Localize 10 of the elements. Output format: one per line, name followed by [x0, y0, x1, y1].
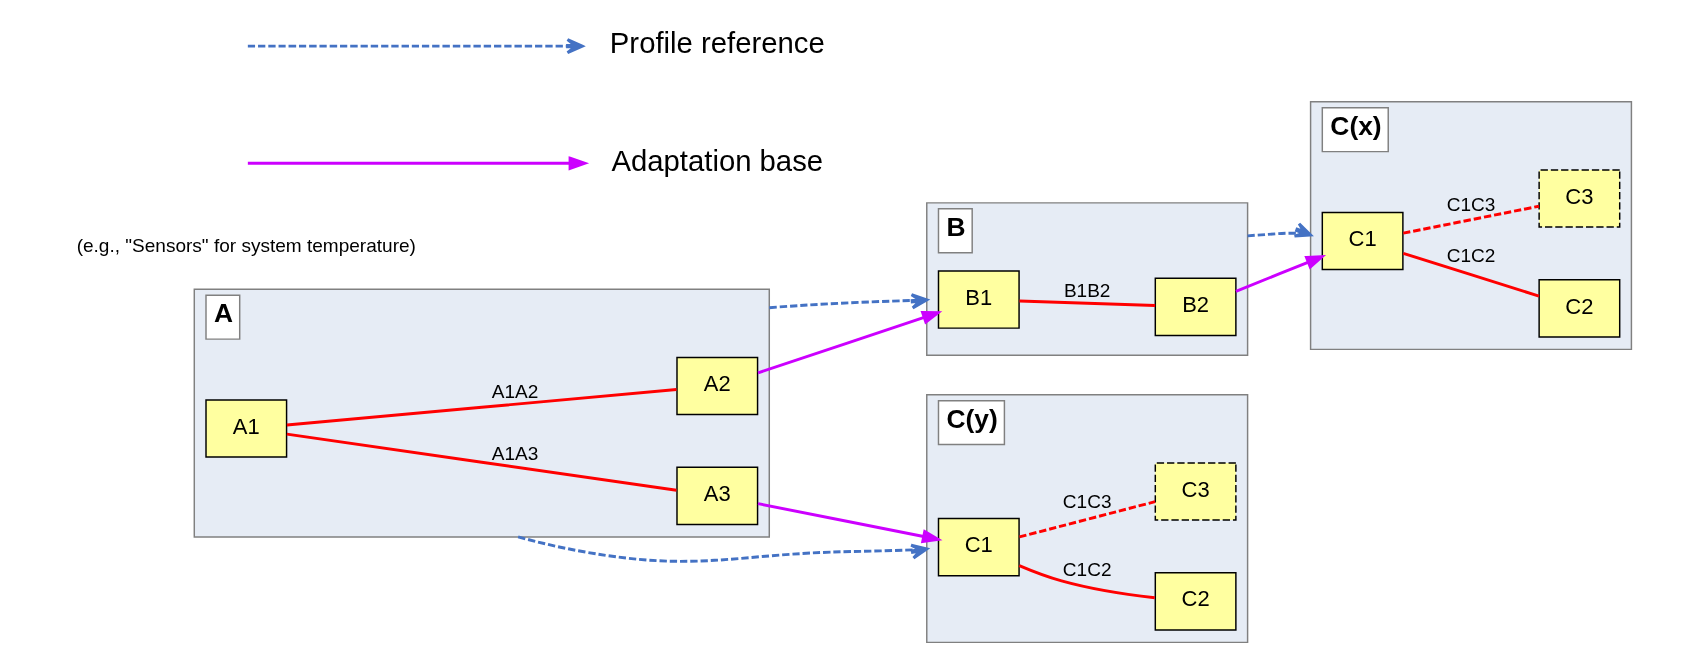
edge-label: C1C3: [1446, 193, 1496, 215]
label: (e.g., "Sensors" for system temperature): [76, 234, 416, 256]
edge-label: A1A2: [491, 381, 539, 403]
edge-label: C1C2: [1446, 245, 1496, 267]
edge-label: A1A3: [491, 442, 539, 464]
edge-label: C1C2: [1062, 558, 1112, 580]
edge-label: C1C3: [1062, 491, 1112, 513]
legend-label: Profile reference: [609, 26, 825, 60]
legend-label: Adaptation base: [611, 143, 824, 177]
edge-label: B1B2: [1063, 280, 1111, 302]
